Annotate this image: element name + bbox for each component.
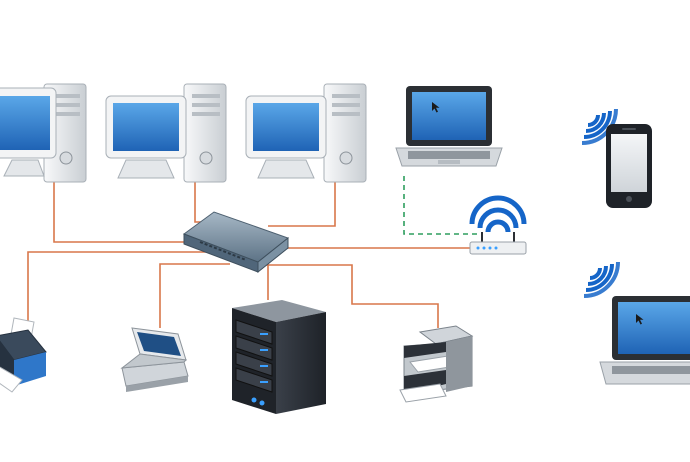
flatbed-scanner xyxy=(120,327,189,392)
cursor-icon xyxy=(432,102,440,113)
wifi-signal-icon xyxy=(469,195,527,225)
link-switch-scanner xyxy=(159,263,230,328)
network-switch-icon xyxy=(182,211,290,274)
flatbed-scanner-icon xyxy=(120,327,189,392)
link-desktop-3-switch xyxy=(268,180,336,227)
wifi-router-icon xyxy=(469,195,527,255)
desktop-computer-icon xyxy=(105,83,227,183)
link-desktop-1-switch xyxy=(53,180,200,243)
wifi-signal-icon xyxy=(583,261,620,298)
laptop-icon xyxy=(395,86,503,167)
desktop-computer-icon xyxy=(0,83,87,183)
desktop-computer-2 xyxy=(105,83,227,183)
smartphone xyxy=(581,108,652,208)
desktop-computer-icon xyxy=(245,83,367,183)
multifunction-printer xyxy=(399,325,474,403)
network-switch xyxy=(182,211,290,274)
link-switch-printer xyxy=(27,251,215,322)
laptop-icon xyxy=(599,296,690,385)
multifunction-printer-icon xyxy=(399,325,474,403)
printer xyxy=(0,317,47,393)
wireless-link-laptop-router xyxy=(403,176,478,235)
server-drive-bays xyxy=(235,319,273,393)
server-tower-icon xyxy=(232,300,326,414)
cursor-icon xyxy=(636,314,644,325)
wifi-router xyxy=(469,195,527,255)
laptop-top xyxy=(395,86,503,167)
desktop-computer-3 xyxy=(245,83,367,183)
smartphone-icon xyxy=(606,124,652,208)
links xyxy=(27,180,475,328)
link-switch-mfp xyxy=(265,264,439,328)
printer-icon xyxy=(0,317,47,393)
wifi-signal-icon xyxy=(581,108,618,145)
desktop-computer-1 xyxy=(0,83,87,183)
server-tower xyxy=(232,300,326,414)
laptop-right xyxy=(583,261,690,385)
